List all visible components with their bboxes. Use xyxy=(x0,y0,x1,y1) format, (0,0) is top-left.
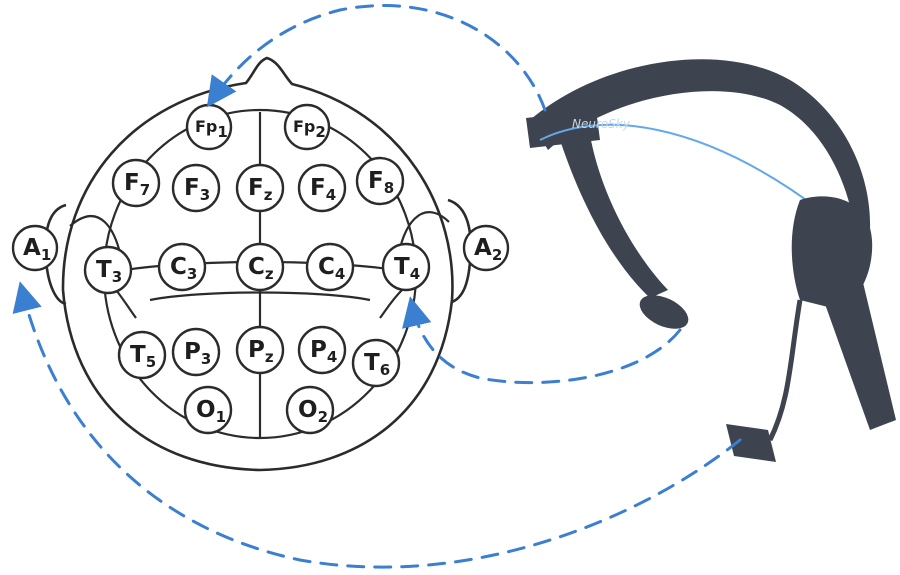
electrode-circle xyxy=(157,242,207,292)
electrode-a1: A1 xyxy=(11,224,59,272)
electrode-f4: F4 xyxy=(297,163,347,213)
head-circle xyxy=(61,56,454,472)
electrode-circle xyxy=(285,385,335,435)
electrode-circle xyxy=(355,156,405,206)
left-lower-curve xyxy=(115,289,137,319)
electrode-label: F4 xyxy=(310,175,336,204)
headset-accent-line xyxy=(539,123,821,211)
headset-arm xyxy=(820,270,896,430)
right-lower-curve xyxy=(379,289,403,319)
electrode-label: C3 xyxy=(170,254,197,283)
electrode-circle xyxy=(83,245,133,295)
electrode-circle xyxy=(305,242,355,292)
electrode-circle xyxy=(235,242,285,292)
electrode-label: Fp2 xyxy=(293,117,326,141)
headset-brand: NeuroSky xyxy=(572,117,631,131)
electrode-o2: O2 xyxy=(285,385,335,435)
electrode-c3: C3 xyxy=(157,242,207,292)
electrode-pz: Pz xyxy=(235,325,285,375)
electrode-circle xyxy=(235,163,285,213)
electrode-circle xyxy=(297,163,347,213)
electrode-f3: F3 xyxy=(171,163,221,213)
electrode-fp1: Fp1 xyxy=(185,103,233,151)
electrode-label: T3 xyxy=(96,257,122,286)
electrode-t6: T6 xyxy=(351,338,401,388)
electrode-circle xyxy=(297,325,347,375)
electrode-circle xyxy=(171,327,221,377)
electrode-circle xyxy=(235,325,285,375)
arrow-earclip-to-a1 xyxy=(12,281,742,569)
electrode-fz: Fz xyxy=(235,163,285,213)
electrode-circle xyxy=(283,103,331,151)
electrode-circle xyxy=(381,242,431,292)
electrode-circle xyxy=(111,158,161,208)
electrode-circle xyxy=(11,224,59,272)
headset-band xyxy=(530,59,871,238)
headset-rear-band xyxy=(560,135,668,298)
headset-ear-rest xyxy=(639,295,689,329)
electrode-p4: P4 xyxy=(297,325,347,375)
electrode-label: C4 xyxy=(318,254,345,283)
electrode-t4: T4 xyxy=(381,242,431,292)
electrode-f7: F7 xyxy=(111,158,161,208)
electrode-t5: T5 xyxy=(117,330,167,380)
electrode-circle xyxy=(117,330,167,380)
electrode-label: Pz xyxy=(248,337,274,366)
electrode-a2: A2 xyxy=(462,224,510,272)
electrode-label: O2 xyxy=(298,397,328,426)
electrode-label: T5 xyxy=(130,342,156,371)
electrode-circle xyxy=(171,163,221,213)
electrode-label: F7 xyxy=(124,170,150,199)
electrode-label: A2 xyxy=(474,235,502,264)
arrow-forehead-to-fp1 xyxy=(206,4,547,112)
electrode-label: P4 xyxy=(310,337,337,366)
headset-illustration: NeuroSky xyxy=(526,59,896,462)
electrode-label: T4 xyxy=(394,254,420,283)
electrode-f8: F8 xyxy=(355,156,405,206)
electrode-fp2: Fp2 xyxy=(283,103,331,151)
electrode-label: F8 xyxy=(368,168,394,197)
headset-ear-clip xyxy=(726,424,776,462)
electrode-o1: O1 xyxy=(183,385,233,435)
electrode-circle xyxy=(183,385,233,435)
electrode-label: Fp1 xyxy=(195,117,228,141)
electrode-label: A1 xyxy=(23,235,51,264)
electrode-label: P3 xyxy=(184,339,211,368)
electrode-p3: P3 xyxy=(171,327,221,377)
electrode-circle xyxy=(351,338,401,388)
arrow-earrest-to-t4 xyxy=(402,296,682,385)
electrode-c4: C4 xyxy=(305,242,355,292)
headset-cable xyxy=(767,299,803,442)
electrode-label: Fz xyxy=(248,175,273,204)
electrode-cz: Cz xyxy=(235,242,285,292)
electrode-label: F3 xyxy=(184,175,210,204)
electrode-t3: T3 xyxy=(83,245,133,295)
electrode-label: O1 xyxy=(196,397,226,426)
electrode-label: T6 xyxy=(364,350,390,379)
electrode-label: Cz xyxy=(248,254,274,283)
electrode-circle xyxy=(462,224,510,272)
parietal-arc xyxy=(149,291,371,302)
connection-arrows xyxy=(12,4,742,569)
